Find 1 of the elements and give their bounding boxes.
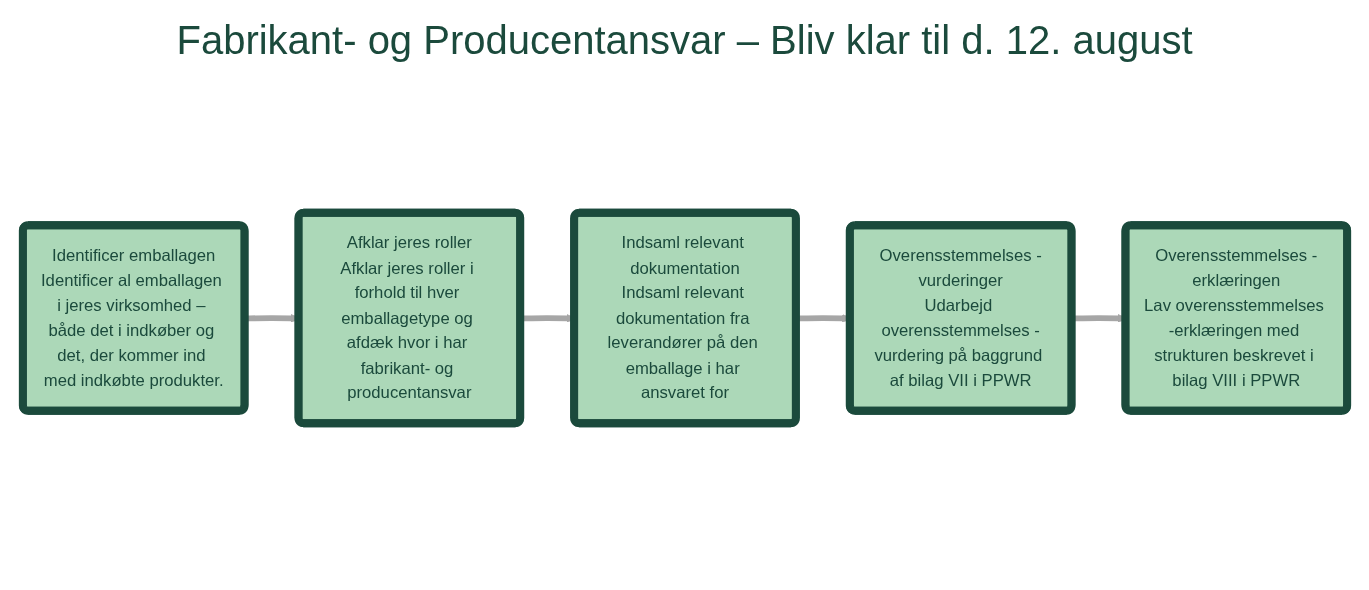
title: Fabrikant- og Producentansvar – Bliv klar til d. 12. august: [175, 18, 1194, 63]
